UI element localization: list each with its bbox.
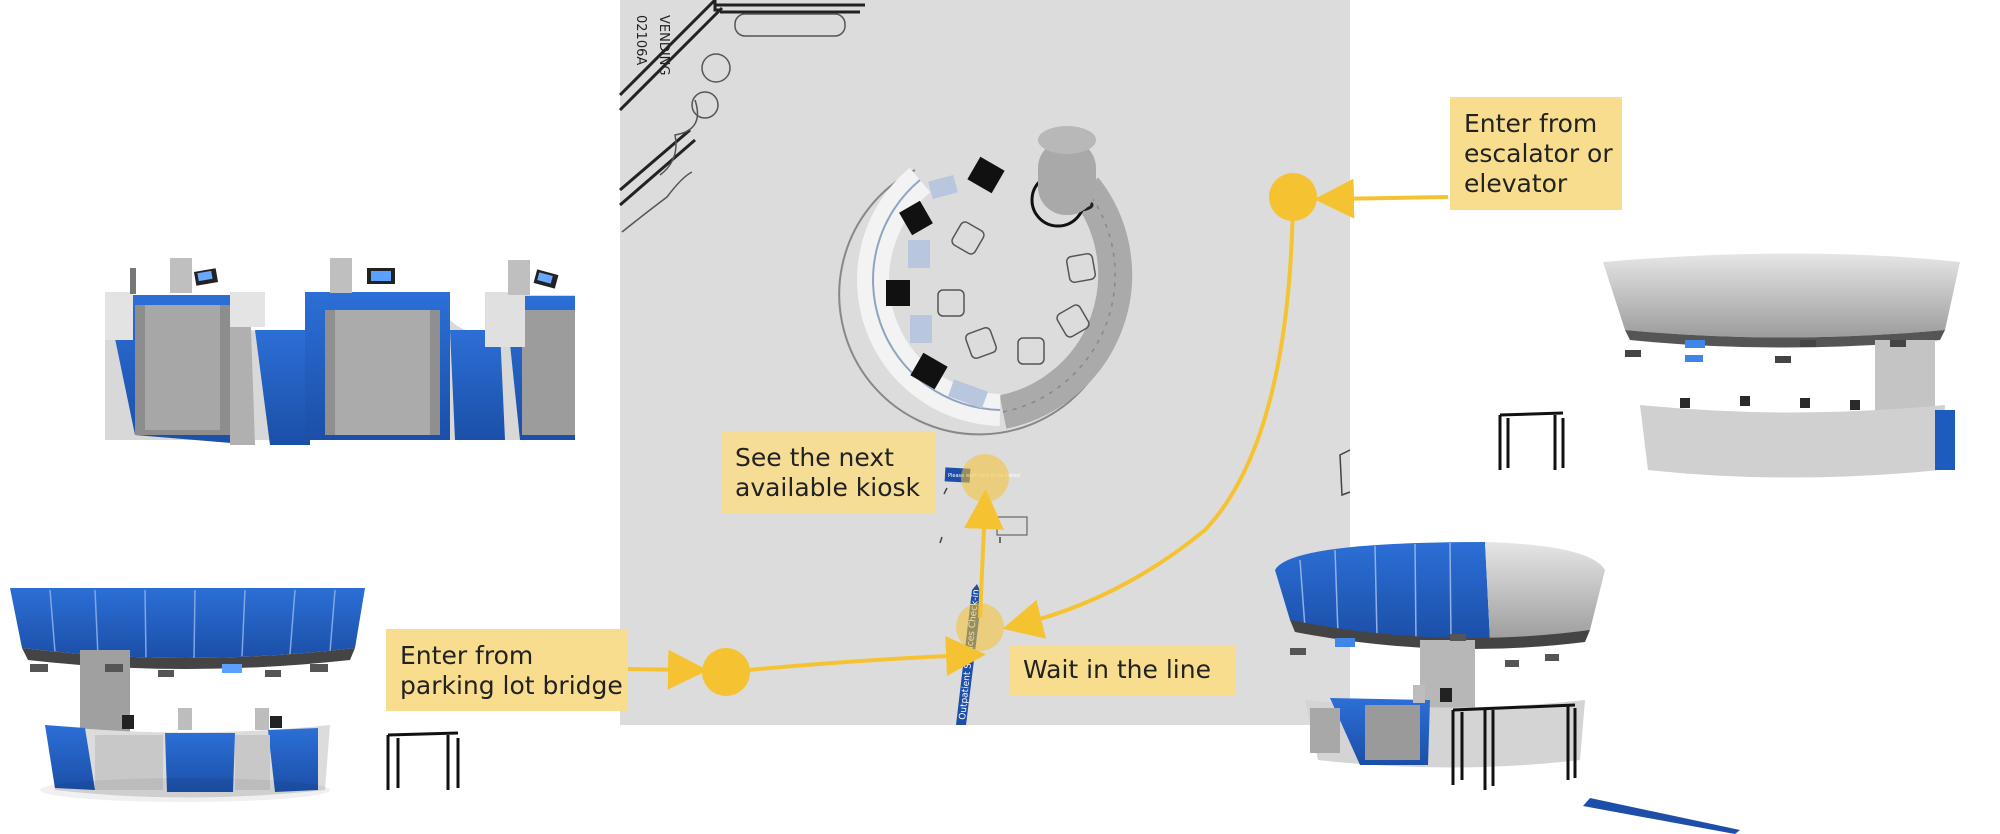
waypoint-kiosk: [961, 454, 1009, 502]
path-arrows: [627, 178, 1449, 690]
waypoint-parking: [702, 648, 750, 696]
room-number-label: 02106A: [633, 15, 648, 65]
label-kiosk: See the next available kiosk: [721, 431, 936, 513]
vending-room-label: VENDING: [656, 15, 671, 75]
kiosk-station-plan: [838, 126, 1133, 436]
label-kiosk-line-1: See the next: [735, 443, 894, 472]
floor-plan: VENDING 02106A: [618, 0, 1449, 725]
waypoint-line: [956, 603, 1004, 651]
render-canopy-blue: [10, 588, 460, 802]
label-parking-line-2: parking lot bridge: [400, 671, 623, 700]
label-escalator-line-1: Enter from: [1464, 109, 1598, 138]
label-kiosk-line-2: available kiosk: [735, 473, 921, 502]
label-wait-line: Wait in the line: [1009, 645, 1236, 695]
label-parking-line-1: Enter from: [400, 641, 534, 670]
waypoint-escalator: [1269, 173, 1317, 221]
label-parking: Enter from parking lot bridge: [386, 629, 628, 711]
render-canopy-half: [1275, 542, 1740, 834]
label-escalator-line-3: elevator: [1464, 169, 1568, 198]
label-escalator: Enter from escalator or elevator: [1450, 97, 1622, 210]
vending-room-walls: [618, 0, 865, 233]
render-canopy-grey: [1498, 253, 1960, 478]
label-escalator-line-2: escalator or: [1464, 139, 1613, 168]
label-wait-line-text: Wait in the line: [1023, 655, 1211, 684]
render-kiosk-counter: [105, 258, 575, 445]
